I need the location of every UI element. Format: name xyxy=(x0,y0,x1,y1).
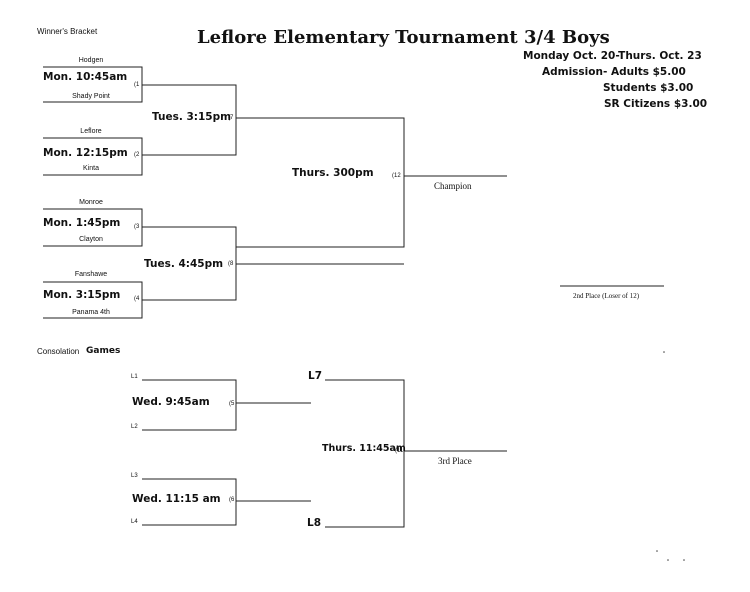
game-8-number: (8 xyxy=(228,261,234,267)
consolation-l7: L7 xyxy=(308,370,322,382)
team-clayton: Clayton xyxy=(79,236,103,243)
consolation-l8: L8 xyxy=(307,517,321,529)
game-3-time: Mon. 1:45pm xyxy=(43,217,121,229)
team-fanshawe: Fanshawe xyxy=(74,271,108,278)
page-title: Leflore Elementary Tournament 3/4 Boys xyxy=(197,27,610,48)
game-1-to-7 xyxy=(142,84,237,156)
game-6-number: (6 xyxy=(229,497,235,503)
consolation-label: Consolation xyxy=(37,347,80,356)
game-4-lines xyxy=(43,281,143,319)
game-7-to-12 xyxy=(236,117,405,248)
game-11-lines xyxy=(325,379,405,528)
team-hodgen: Hodgen xyxy=(78,57,104,64)
game-2-lines xyxy=(43,137,143,176)
bracket-label: Winner's Bracket xyxy=(37,27,98,36)
game-5-time: Wed. 9:45am xyxy=(132,396,210,408)
game-4-number: (4 xyxy=(134,296,140,302)
game-2-time: Mon. 12:15pm xyxy=(43,147,128,159)
date-range: Monday Oct. 20-Thurs. Oct. 23 xyxy=(523,50,702,62)
game-2-number: (2 xyxy=(134,152,140,158)
game-1-number: (1 xyxy=(134,82,140,88)
game-5-number: (5 xyxy=(229,401,235,407)
consolation-l1: L1 xyxy=(131,374,138,380)
game-11-number: (11 xyxy=(395,448,404,454)
third-place-label: 3rd Place xyxy=(438,456,472,466)
game-6-time: Wed. 11:15 am xyxy=(132,493,221,505)
game-12-number: (12 xyxy=(392,173,401,179)
game-7-number: (7 xyxy=(228,115,234,121)
champion-label: Champion xyxy=(434,181,472,191)
team-shady-point: Shady Point xyxy=(72,93,110,100)
game-4-time: Mon. 3:15pm xyxy=(43,289,121,301)
admission-students: Students $3.00 xyxy=(603,82,694,94)
game-12-time: Thurs. 300pm xyxy=(292,167,374,179)
consolation-l2: L2 xyxy=(131,424,138,430)
admission-adults: Admission- Adults $5.00 xyxy=(542,66,686,78)
team-kinta: Kinta xyxy=(83,165,99,172)
game-3-number: (3 xyxy=(134,224,140,230)
second-place-label: 2nd Place (Loser of 12) xyxy=(573,292,640,300)
consolation-l4: L4 xyxy=(131,519,138,525)
consolation-l3: L3 xyxy=(131,473,138,479)
team-monroe: Monroe xyxy=(79,199,103,206)
game-1-time: Mon. 10:45am xyxy=(43,71,128,83)
team-panama-4th: Panama 4th xyxy=(72,309,110,316)
game-6-lines xyxy=(142,478,237,526)
game-11-time: Thurs. 11:45am xyxy=(322,443,406,454)
game-7-time: Tues. 3:15pm xyxy=(152,111,232,123)
game-8-time: Tues. 4:45pm xyxy=(144,258,224,270)
consolation-games-label: Games xyxy=(86,346,121,356)
team-leflore: Leflore xyxy=(80,128,102,135)
admission-seniors: SR Citizens $3.00 xyxy=(604,98,708,110)
game-5-lines xyxy=(142,379,237,431)
